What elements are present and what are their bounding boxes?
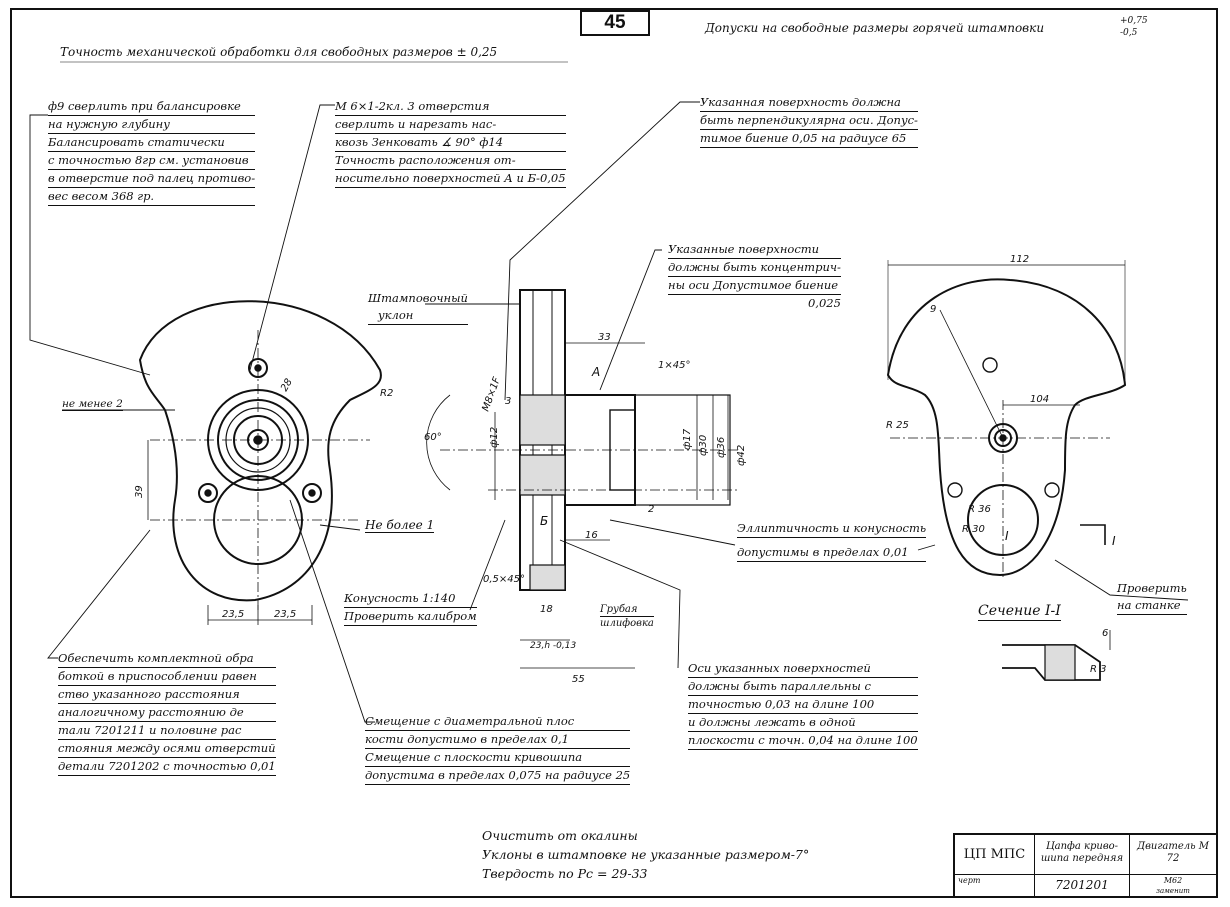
bottom-notes: Очистить от окалины Уклоны в штамповке н… — [482, 828, 810, 881]
section-label: Сечение I-I — [978, 603, 1061, 621]
dim-16: 16 — [585, 530, 598, 541]
concentric-note: Указанные поверхности должны быть концен… — [668, 242, 841, 310]
fixture-note: Обеспечить комплектной обра боткой в при… — [58, 650, 276, 776]
forging-tol-upper: +0,75 — [1120, 16, 1148, 26]
title-note: заменит — [1156, 887, 1190, 895]
sheet-number: 45 — [580, 10, 650, 36]
thread-note: М 6×1-2кл. 3 отверстия сверлить и нареза… — [335, 98, 566, 188]
dim-r25: R 25 — [886, 420, 909, 431]
dim-23-5a: 23,5 — [222, 609, 244, 620]
title-block: ЦП МПС Цапфа криво-шипа передняя Двигате… — [953, 833, 1216, 896]
dim-3: 3 — [505, 396, 511, 407]
dim-60deg: 60° — [424, 432, 442, 443]
dim-r36: R 36 — [968, 504, 991, 515]
dim-chamfer-1x45: 1×45° — [658, 360, 690, 371]
title-part-no: 7201201 — [1035, 875, 1130, 896]
drawing-frame — [10, 8, 1218, 898]
left-view-hole-top — [248, 358, 268, 378]
dim-9: 9 — [930, 304, 936, 315]
title-drawn: черт — [955, 875, 1035, 896]
dim-d36: ф36 — [716, 437, 727, 458]
dim-39: 39 — [134, 485, 145, 498]
dim-104: 104 — [1030, 394, 1049, 405]
dim-6: 6 — [1102, 628, 1108, 639]
drill-note: ф9 сверлить при балансировке на нужную г… — [48, 98, 256, 206]
forging-tol-lower: -0,5 — [1120, 28, 1138, 38]
dim-d12: ф12 — [489, 427, 500, 448]
dim-chamfer-05x45: 0,5×45° — [483, 574, 525, 585]
offset-note: Смещение с диаметральной плос кости допу… — [365, 713, 631, 785]
not-more-label: Не более 1 — [365, 518, 435, 533]
title-org: ЦП МПС — [955, 835, 1035, 875]
not-less-label: не менее 2 — [62, 398, 123, 411]
dim-r30: R 30 — [962, 524, 985, 535]
right-view-outline — [886, 278, 1127, 577]
title-part-name: Цапфа криво-шипа передняя — [1035, 835, 1130, 875]
accuracy-note: Точность механической обработки для своб… — [60, 45, 498, 59]
left-view-hole-left — [198, 483, 218, 503]
section-mark-i-left: I — [1005, 529, 1009, 543]
ellipticity-note: Эллиптичность и конусность допустимы в п… — [737, 520, 927, 562]
section-mark-i-right: I — [1112, 534, 1116, 548]
dim-33: 33 — [598, 332, 611, 343]
dim-55: 55 — [572, 674, 585, 685]
dim-r2: R2 — [380, 388, 393, 399]
dim-28: 28 — [279, 377, 295, 394]
perpendicular-note: Указанная поверхность должна быть перпен… — [700, 94, 918, 148]
dim-r3: R 3 — [1090, 664, 1107, 675]
dim-23h: 23,h -0,13 — [530, 641, 576, 651]
dim-23-5b: 23,5 — [274, 609, 296, 620]
title-engine: Двигатель М 72 — [1130, 835, 1216, 875]
dim-112: 112 — [1010, 254, 1029, 265]
dim-2: 2 — [648, 504, 654, 515]
dim-thread: М8×1F — [480, 376, 503, 413]
forging-note: Допуски на свободные размеры горячей шта… — [705, 21, 1045, 35]
title-material: М62 — [1163, 876, 1183, 885]
left-view-outline — [138, 300, 382, 602]
surface-b: Б — [540, 514, 548, 528]
dim-d30: ф30 — [698, 435, 709, 456]
surface-a: A — [591, 365, 600, 379]
axes-note: Оси указанных поверхностей должны быть п… — [688, 660, 918, 750]
rough-grind-note: Грубая шлифовка — [600, 604, 654, 629]
dim-d42: ф42 — [736, 445, 747, 466]
dim-d17: ф17 — [682, 428, 693, 450]
dim-18: 18 — [540, 604, 553, 615]
check-machine-note: Проверить на станке — [1117, 580, 1187, 615]
taper-note: Конусность 1:140 Проверить калибром — [344, 590, 477, 626]
left-view-hole-right — [302, 483, 322, 503]
stamp-slope-note: Штамповочный уклон — [368, 290, 468, 325]
